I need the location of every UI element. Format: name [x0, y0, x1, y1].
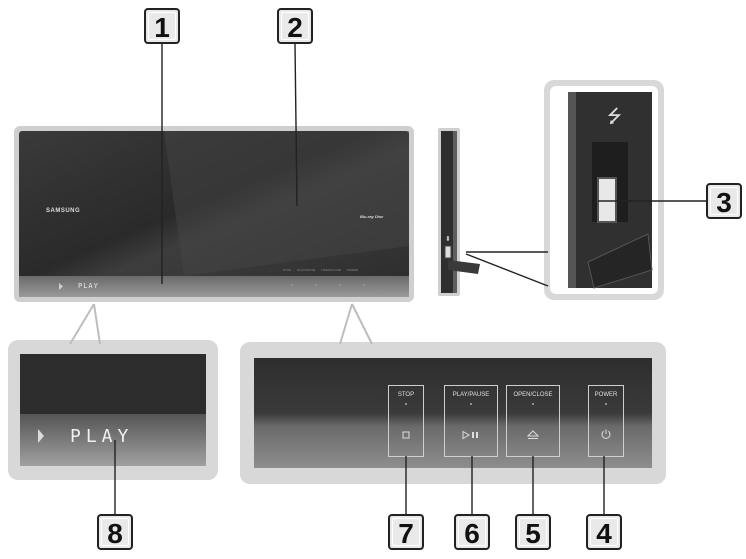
power-button[interactable]: [588, 385, 624, 457]
usb-icon: ⭍: [607, 106, 622, 127]
callout-3: 3: [706, 183, 742, 219]
play-pause-icon: [462, 430, 478, 440]
callout-2: 2: [277, 8, 313, 44]
front-label-play-pause: PLAY/PAUSE: [297, 268, 316, 272]
stop-label: STOP: [397, 392, 415, 398]
front-label-open-close: OPEN/CLOSE: [321, 268, 341, 272]
brand-logo: SAMSUNG: [46, 208, 81, 214]
power-label: POWER: [594, 392, 618, 398]
callout-6: 6: [454, 514, 490, 550]
usb-zoom-panel: [544, 80, 664, 300]
play-pause-label: PLAY/PAUSE: [452, 392, 490, 398]
led-dot: [405, 403, 407, 405]
front-button-labels: STOP PLAY/PAUSE OPEN/CLOSE POWER: [283, 268, 358, 272]
svg-text:⬍: ⬍: [445, 235, 451, 243]
callout-1: 1: [144, 8, 180, 44]
side-view: ⬍: [438, 128, 480, 296]
open-close-label: OPEN/CLOSE: [513, 392, 553, 398]
display-zoom-panel: [8, 340, 218, 480]
eject-icon: [527, 430, 539, 439]
power-icon: [601, 429, 611, 439]
led-dot: [605, 403, 607, 405]
front-panel: [14, 126, 414, 302]
front-label-stop: STOP: [283, 268, 292, 272]
callout-5: 5: [515, 514, 551, 550]
zoom-display-text: PLAY: [70, 426, 134, 447]
bluray-logo: Blu-ray Disc: [360, 214, 384, 219]
play-indicator-icon: [59, 283, 63, 290]
callout-8: 8: [97, 514, 133, 550]
play-pause-button[interactable]: [444, 385, 498, 457]
led-dot: [532, 403, 534, 405]
stop-icon: [402, 431, 410, 439]
front-label-power: POWER: [346, 268, 359, 272]
play-indicator-icon: [38, 429, 44, 443]
callout-7: 7: [388, 514, 424, 550]
led-dot: [470, 403, 472, 405]
front-display-text: PLAY: [78, 282, 99, 290]
callout-4: 4: [586, 514, 622, 550]
